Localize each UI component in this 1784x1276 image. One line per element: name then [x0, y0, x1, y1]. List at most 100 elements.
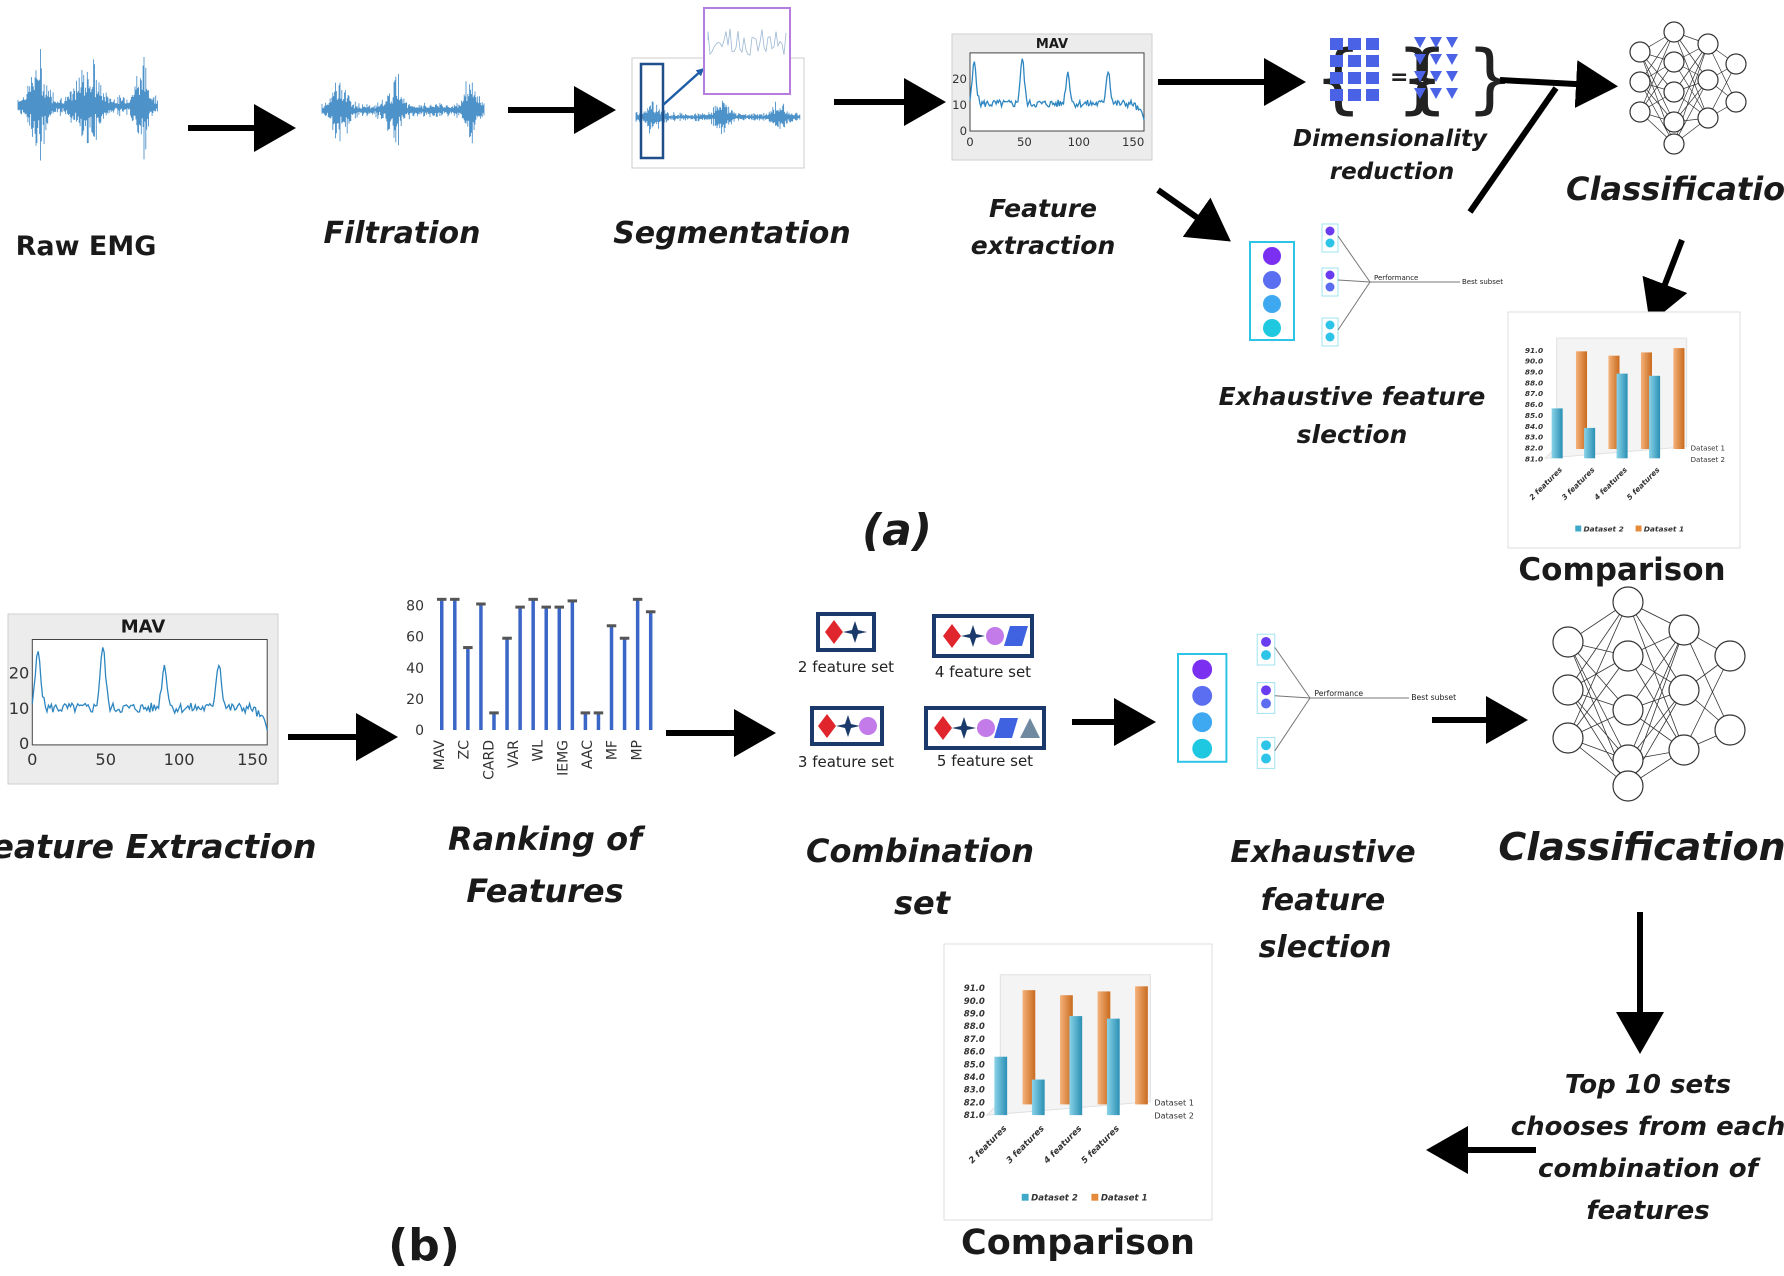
dimensionality-label-1: Dimensionality: [1293, 126, 1488, 152]
nn-edge: [1683, 655, 1731, 751]
ranking-bar: [505, 638, 509, 730]
nn-edge: [1673, 79, 1709, 145]
nn-node: [1552, 722, 1584, 754]
mav-ytick: 20: [952, 72, 967, 86]
neural-network-icon-a: [1629, 21, 1747, 155]
nn-node: [1552, 626, 1584, 658]
comparison-ytick: 91.0: [1525, 346, 1543, 355]
comparison-depth-label: Dataset 1: [1691, 444, 1725, 453]
dataset-1-bar: [1135, 986, 1148, 1105]
set-4-box: [932, 614, 1034, 658]
nn-node: [1697, 69, 1719, 91]
arrow-classification-to-comparison-a: [1642, 238, 1688, 324]
comparison-ytick: 81.0: [964, 1111, 985, 1121]
nn-edge: [1673, 61, 1709, 119]
dataset-2-bar: [1649, 375, 1661, 459]
ranking-label-1: Ranking of: [448, 820, 646, 858]
combination-set-icons: 2 feature set 4 feature set 3 feature se…: [798, 612, 1046, 771]
comparison-label-b: Comparison: [961, 1223, 1195, 1263]
dataset-2-bar: [1031, 1079, 1045, 1116]
ranking-bar: [479, 604, 483, 730]
feature-extraction-label-1: Feature: [989, 194, 1097, 223]
set-2-label: 2 feature set: [798, 658, 894, 676]
segmentation-label: Segmentation: [613, 216, 851, 251]
comparison-ytick: 81.0: [1525, 454, 1543, 463]
segment-zoom-inset: [703, 7, 791, 95]
nn-edge: [1567, 601, 1629, 691]
legend-label: Dataset 2: [1031, 1194, 1078, 1204]
combination-label-1: Combination: [806, 832, 1034, 870]
nn-edge: [1627, 629, 1685, 761]
legend-label: Dataset 1: [1101, 1194, 1148, 1204]
set-5-label: 5 feature set: [937, 752, 1033, 770]
feature-node: [1263, 295, 1281, 313]
svg-text:{: {: [1400, 33, 1448, 122]
feature-node: [1263, 319, 1281, 337]
feature-extraction-label-2: extraction: [971, 231, 1116, 260]
dimensionality-label-2: reduction: [1330, 159, 1454, 185]
nn-node: [1725, 53, 1747, 75]
performance-label: Performance: [1374, 274, 1418, 282]
dataset-2-bar: [1616, 373, 1628, 459]
subset-node: [1261, 685, 1271, 696]
matrix-cell: [1348, 38, 1361, 50]
mav-ytick: 0: [19, 734, 29, 753]
nn-node: [1663, 21, 1685, 43]
matrix-triangle: [1430, 71, 1442, 82]
ranking-category: WL: [531, 740, 547, 762]
matrix-cell: [1366, 89, 1379, 101]
feature-node: [1263, 247, 1281, 265]
ranking-ytick: 80: [406, 599, 424, 615]
nn-edge: [1567, 601, 1629, 739]
nn-edge: [1627, 629, 1685, 711]
mav-xtick: 100: [164, 750, 195, 769]
filtered-emg-signal: [321, 74, 485, 146]
comparison-ytick: 85.0: [964, 1060, 985, 1070]
dataset-1-bar: [1575, 351, 1588, 450]
subset-link: [1274, 647, 1311, 699]
comparison-ytick: 88.0: [1525, 378, 1543, 387]
segmentation-plot: [631, 7, 805, 169]
subset-node: [1325, 226, 1335, 236]
set-5-box: [924, 706, 1046, 750]
ranking-category: VAR: [506, 740, 522, 768]
nn-edge: [1567, 641, 1629, 761]
mav-xtick: 100: [1068, 135, 1090, 149]
dataset-2-bar: [1584, 427, 1596, 459]
comparison-ytick: 90.0: [964, 997, 985, 1007]
comparison-ytick: 90.0: [1525, 357, 1543, 366]
subset-link: [1274, 697, 1311, 752]
nn-node: [1725, 91, 1747, 113]
comparison-ytick: 83.0: [964, 1086, 985, 1096]
subset-node: [1261, 753, 1271, 764]
ranking-bar: [596, 712, 601, 730]
dataset-2-bar: [994, 1056, 1008, 1116]
nn-node: [1552, 674, 1584, 706]
comparison-depth-label: Dataset 1: [1154, 1098, 1194, 1108]
matrix-cell: [1330, 89, 1343, 101]
ranking-ytick: 0: [415, 723, 424, 739]
legend-swatch: [1575, 525, 1582, 532]
subset-link: [1337, 279, 1371, 283]
matrix-cell: [1330, 55, 1343, 67]
ranking-category: ZC: [457, 740, 473, 760]
set-4-label: 4 feature set: [935, 663, 1031, 681]
subset-node: [1261, 650, 1271, 661]
nn-node: [1668, 734, 1700, 766]
set-3-label: 3 feature set: [798, 753, 894, 771]
comparison-ytick: 87.0: [1525, 389, 1543, 398]
subset-node: [1261, 698, 1271, 709]
mav-xtick: 150: [1122, 135, 1144, 149]
comparison-ytick: 84.0: [964, 1073, 985, 1083]
comparison-ytick: 89.0: [964, 1010, 985, 1020]
ranking-bar: [453, 599, 457, 730]
ranking-bar: [518, 607, 522, 730]
subset-node: [1325, 282, 1335, 292]
nn-edge: [1639, 81, 1675, 145]
matrix-cell: [1366, 38, 1379, 50]
nn-edge: [1627, 601, 1685, 751]
dimensionality-reduction-icon: { } = { }: [1314, 33, 1514, 122]
